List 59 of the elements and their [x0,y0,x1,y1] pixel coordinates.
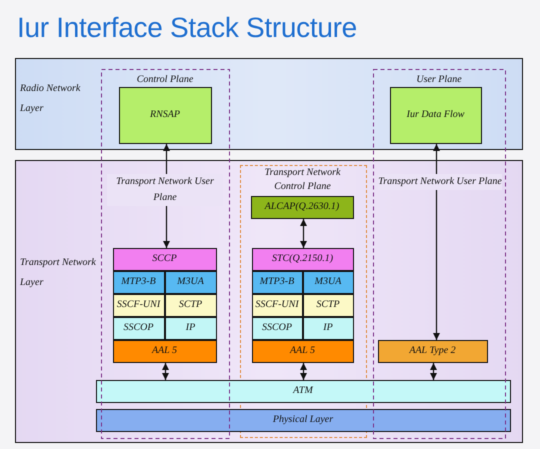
protocol-label: SSCF-UNI [116,299,160,311]
layer-band [15,160,523,443]
plane-label: Transport Network User Plane [378,174,502,190]
plane-label: Control Plane [136,73,194,87]
arrow [430,363,437,380]
plane-label: User Plane [415,73,463,87]
protocol-label: SCCP [152,253,177,265]
protocol-label: SSCOP [124,322,154,334]
protocol-box [112,270,164,294]
protocol-box [164,270,216,294]
protocol-box [250,196,354,218]
arrow [433,144,440,340]
protocol-box [378,340,488,362]
plane-region [240,164,366,438]
protocol-box [302,294,354,316]
layer-label: Transport Network Layer [20,256,97,290]
protocol-box [302,316,354,340]
protocol-label: SCTP [178,299,202,311]
protocol-label: AAL 5 [152,345,178,357]
protocol-box [390,86,482,144]
protocol-label: M3UA [314,276,342,288]
protocol-box [252,270,302,294]
protocol-box [302,270,354,294]
protocol-box [164,294,216,316]
protocol-box [252,294,302,316]
protocol-box [112,248,216,270]
title: Iur Interface Stack Structure [17,12,357,44]
protocol-label: IP [186,322,196,334]
protocol-label: SSCF-UNI [255,299,299,311]
protocol-label: STC(Q.2150.1) [272,253,334,265]
arrow [300,363,307,380]
protocol-box [112,294,164,316]
layer-label: Radio Network Layer [20,82,82,116]
protocol-label: SSCOP [262,322,292,334]
protocol-label: ATM [293,385,313,397]
protocol-label: ALCAP(Q.2630.1) [264,201,340,213]
protocol-label: MTP3-B [121,276,156,288]
protocol-label: AAL 5 [290,345,316,357]
protocol-box [96,408,510,432]
protocol-box [112,316,164,340]
protocol-label: Iur Data Flow [406,109,464,121]
protocol-label: M3UA [177,276,204,288]
arrow [162,363,169,380]
protocol-box [252,316,302,340]
protocol-label: SCTP [316,299,340,311]
protocol-box [252,340,354,362]
protocol-box [118,86,212,144]
protocol-box [164,316,216,340]
protocol-box [96,380,510,402]
protocol-label: MTP3-B [260,276,294,288]
plane-label: Transport Network Control Plane [264,166,342,194]
protocol-label: AAL Type 2 [409,345,456,357]
layer-band [15,58,523,150]
protocol-box [112,340,216,362]
arrow [300,219,307,248]
protocol-box [252,248,354,270]
protocol-label: Physical Layer [272,414,334,426]
protocol-label: IP [323,322,333,334]
protocol-label: RNSAP [150,109,180,121]
